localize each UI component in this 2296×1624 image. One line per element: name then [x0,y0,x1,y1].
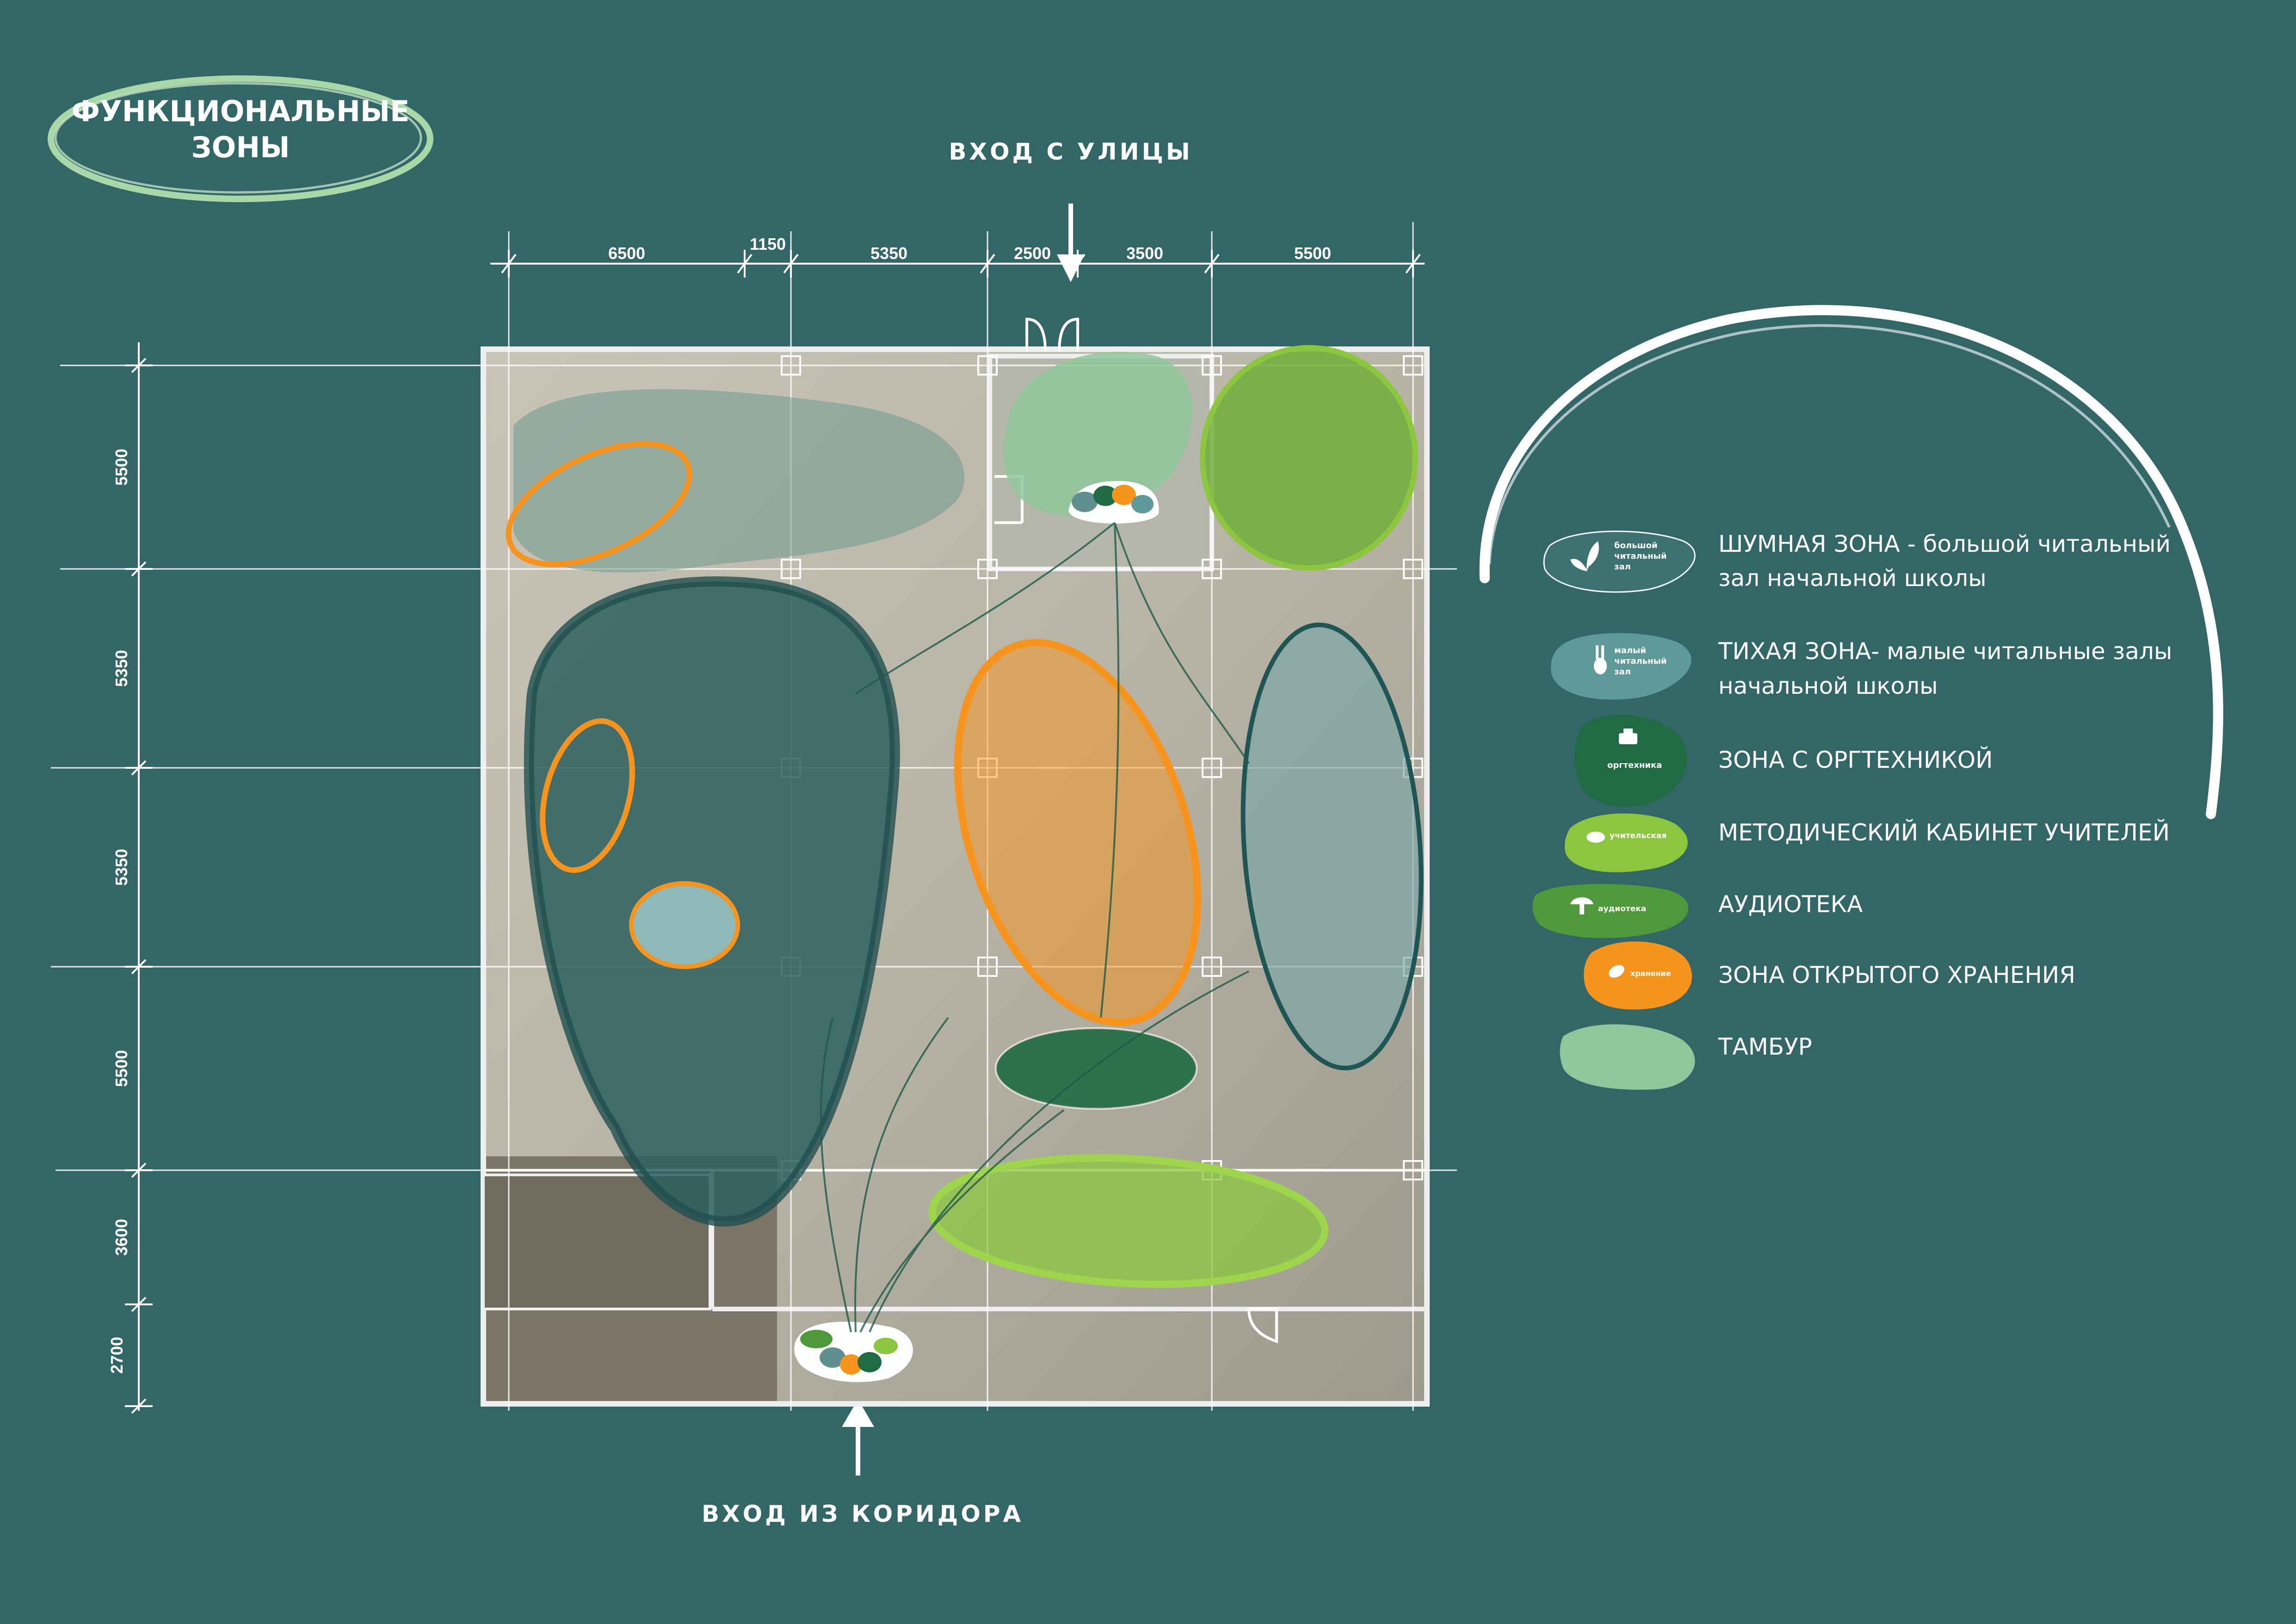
legend-blob-noisy [1543,531,1696,593]
legend-blob-office-text: оргтехника [1607,760,1662,770]
legend-label-noisy-line1: ШУМНАЯ ЗОНА - большой читальный [1718,531,2171,557]
dim-left-6: 2700 [107,1337,126,1374]
decorative-arc [1479,305,2223,819]
legend-item-teachers: учительская МЕТОДИЧЕСКИЙ КАБИНЕТ УЧИТЕЛЕ… [1565,813,2170,872]
legend-blob-quiet-text-3: зал [1614,667,1631,677]
door-corridor [1247,1308,1278,1344]
legend-label-office: ЗОНА С ОРГТЕХНИКОЙ [1718,746,1993,773]
legend-blob-quiet [1551,633,1691,700]
entry-street-label: ВХОД С УЛИЦЫ [949,138,1192,165]
legend-blob-noisy-text-3: зал [1614,562,1631,572]
mini-legend-bottom-icon [794,1321,913,1383]
legend-blob-storage-text: хранение [1630,969,1671,978]
legend-blob-teachers-text: учительская [1610,831,1666,840]
zone-teachers [1205,349,1413,567]
zone-open-storage-outline [954,639,1202,1026]
corridor-arrow-icon [842,1399,874,1476]
dim-top-5: 3500 [1126,244,1163,263]
legend-item-quiet: малый читальный зал ТИХАЯ ЗОНА- малые чи… [1551,633,2172,700]
dim-top-4: 2500 [1014,244,1051,263]
dim-left-5: 3600 [112,1219,131,1256]
sprout-icon [1570,541,1599,571]
ring-orange-3 [629,881,740,969]
printer-icon [1619,729,1637,744]
dim-top-6: 5500 [1294,244,1331,263]
zone-tambour [1004,352,1192,517]
title-line2: ЗОНЫ [191,130,290,164]
zone-top-left [513,389,965,573]
zone-quiet [1243,624,1421,1068]
dim-left-2: 5350 [112,650,131,687]
legend-blob-noisy-text-2: читальный [1614,551,1666,561]
zone-quiet-outline [1241,622,1424,1071]
zone-audio-library [934,1160,1323,1282]
outer-wall [481,346,1430,1407]
legend-blob-audio-text: аудиотека [1598,904,1646,914]
legend-blob-quiet-text-2: читальный [1614,656,1666,666]
legend-blob-storage [1584,941,1692,1010]
legend-blob-audio [1532,884,1689,939]
dimension-left [125,342,153,1414]
legend-item-audio: аудиотека АУДИОТЕКА [1532,884,1863,939]
legend-item-noisy: большой читальный зал ШУМНАЯ ЗОНА - боль… [1543,531,2171,593]
ring-orange-1 [506,441,692,568]
zone-teachers-outline [1200,345,1418,571]
legend-label-audio: АУДИОТЕКА [1718,891,1863,918]
dim-left-4: 5500 [112,1050,131,1087]
door-street [1025,317,1079,352]
zone-noisy-outline [524,576,900,1227]
legend-item-storage: хранение ЗОНА ОТКРЫТОГО ХРАНЕНИЯ [1584,941,2075,1010]
legend-label-quiet-line2: начальной школы [1718,673,1938,699]
leaf-icon [1609,965,1624,978]
zone-audio-library-outline [928,1154,1329,1288]
legend-item-office: оргтехника ЗОНА С ОРГТЕХНИКОЙ [1574,715,1993,807]
rabbit-icon [1594,645,1607,674]
dim-left-1: 5500 [112,449,131,486]
dim-top-1: 6500 [608,244,645,263]
dimension-top [490,250,1425,278]
title-ring-inner [54,82,422,194]
legend-label-quiet-line1: ТИХАЯ ЗОНА- малые читальные залы [1718,638,2172,665]
legend-label-teachers: МЕТОДИЧЕСКИЙ КАБИНЕТ УЧИТЕЛЕЙ [1718,819,2170,846]
legend-blob-teachers [1565,813,1688,872]
zone-office-equipment-outline [994,1027,1198,1110]
legend-blob-tambour [1560,1024,1695,1090]
legend-blob-office [1574,715,1687,807]
zone-office-equipment [997,1029,1196,1108]
zone-open-storage [960,645,1196,1020]
legend-label-noisy-line2: зал начальной школы [1718,565,1987,592]
legend-label-tambour: ТАМБУР [1718,1033,1812,1060]
legend-item-tambour: ТАМБУР [1560,1024,1812,1090]
ring-orange-2 [540,718,635,873]
mini-legend-top-icon [1068,481,1159,524]
zones [506,345,1424,1383]
legend-label-storage: ЗОНА ОТКРЫТОГО ХРАНЕНИЯ [1718,962,2075,988]
title-line1: ФУНКЦИОНАЛЬНЫЕ [71,94,409,128]
book-icon [1586,832,1605,843]
dim-top-3: 5350 [870,244,907,263]
decorative-arc-scratch [1488,324,2171,565]
dim-left-3: 5350 [112,849,131,886]
flow-lines [820,522,1250,1333]
mushroom-icon [1570,897,1593,914]
legend: большой читальный зал ШУМНАЯ ЗОНА - боль… [1532,531,2172,1090]
legend-blob-quiet-text-1: малый [1614,646,1646,655]
legend-blob-noisy-text-1: большой [1614,541,1658,550]
dim-top-2: 1150 [750,235,786,253]
entry-corridor-label: ВХОД ИЗ КОРИДОРА [702,1501,1024,1527]
title-ring [48,75,433,202]
title-badge: ФУНКЦИОНАЛЬНЫЕ ЗОНЫ [48,75,433,202]
